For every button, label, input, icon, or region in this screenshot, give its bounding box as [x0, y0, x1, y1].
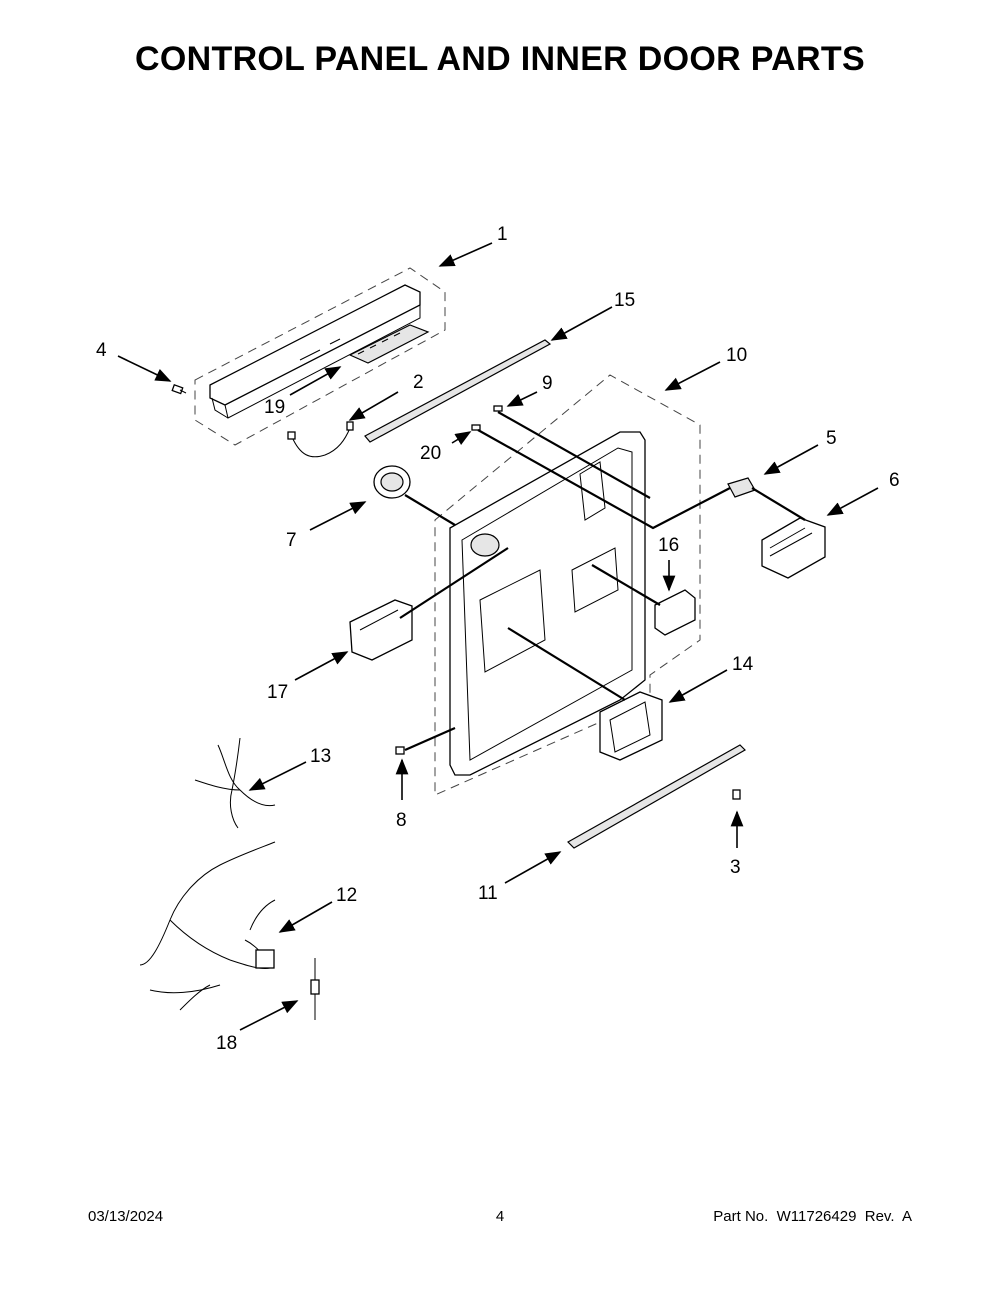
callout-4: 4: [96, 340, 107, 361]
callout-5: 5: [826, 428, 837, 449]
door-latch: [727, 477, 756, 498]
control-panel-console: [209, 284, 421, 419]
control-panel-assembly-outline: [194, 267, 446, 446]
vent-actuator: [761, 517, 826, 579]
detergent-dispenser: [599, 691, 663, 761]
page-title: CONTROL PANEL AND INNER DOOR PARTS: [135, 40, 865, 78]
footer-date: 03/13/2024: [88, 1208, 164, 1225]
callout-labels: 1 15 4 10 2 9 19 20 5 6 7 16 14 17 13 8 …: [96, 224, 900, 1054]
callout-1: 1: [497, 224, 508, 245]
callout-arrows: [117, 242, 879, 1031]
callout-6: 6: [889, 470, 900, 491]
callout-2: 2: [413, 372, 424, 393]
callout-12: 12: [336, 885, 357, 906]
rinse-aid-dispenser: [349, 599, 413, 661]
callout-19: 19: [264, 397, 285, 418]
callout-8: 8: [396, 810, 407, 831]
callout-18: 18: [216, 1033, 237, 1054]
callout-15: 15: [614, 290, 635, 311]
callout-13: 13: [310, 746, 331, 767]
callout-14: 14: [732, 654, 754, 675]
screw-part-9: [493, 405, 503, 412]
footer-part-number: Part No. W11726429 Rev. A: [713, 1208, 912, 1225]
thermal-fuse: [310, 958, 320, 1020]
callout-16: 16: [658, 535, 679, 556]
screw-part-8: [395, 746, 405, 755]
inner-door-panel: [449, 431, 646, 776]
callout-20: 20: [420, 443, 441, 464]
callout-17: 17: [267, 682, 288, 703]
footer-page-number: 4: [495, 1208, 505, 1225]
bottom-trim-strip: [567, 744, 746, 849]
inner-door-assembly-outline: [434, 374, 701, 796]
callout-3: 3: [730, 857, 741, 878]
screw-part-20: [471, 424, 481, 431]
wire-harness-12: [139, 841, 276, 1011]
user-interface-board: [348, 324, 430, 364]
vent-ring: [373, 465, 411, 499]
callout-11: 11: [478, 883, 498, 904]
wire-part-2: [287, 421, 354, 458]
callout-10: 10: [726, 345, 747, 366]
wire-harness-13: [194, 737, 276, 829]
door-gasket-strip: [364, 339, 552, 443]
callout-7: 7: [286, 530, 297, 551]
screw-part-3: [732, 789, 741, 800]
screw-part-4: [171, 383, 187, 395]
connection-leaders: [399, 411, 806, 752]
callout-9: 9: [542, 373, 553, 394]
bracket-part-16: [654, 589, 696, 636]
